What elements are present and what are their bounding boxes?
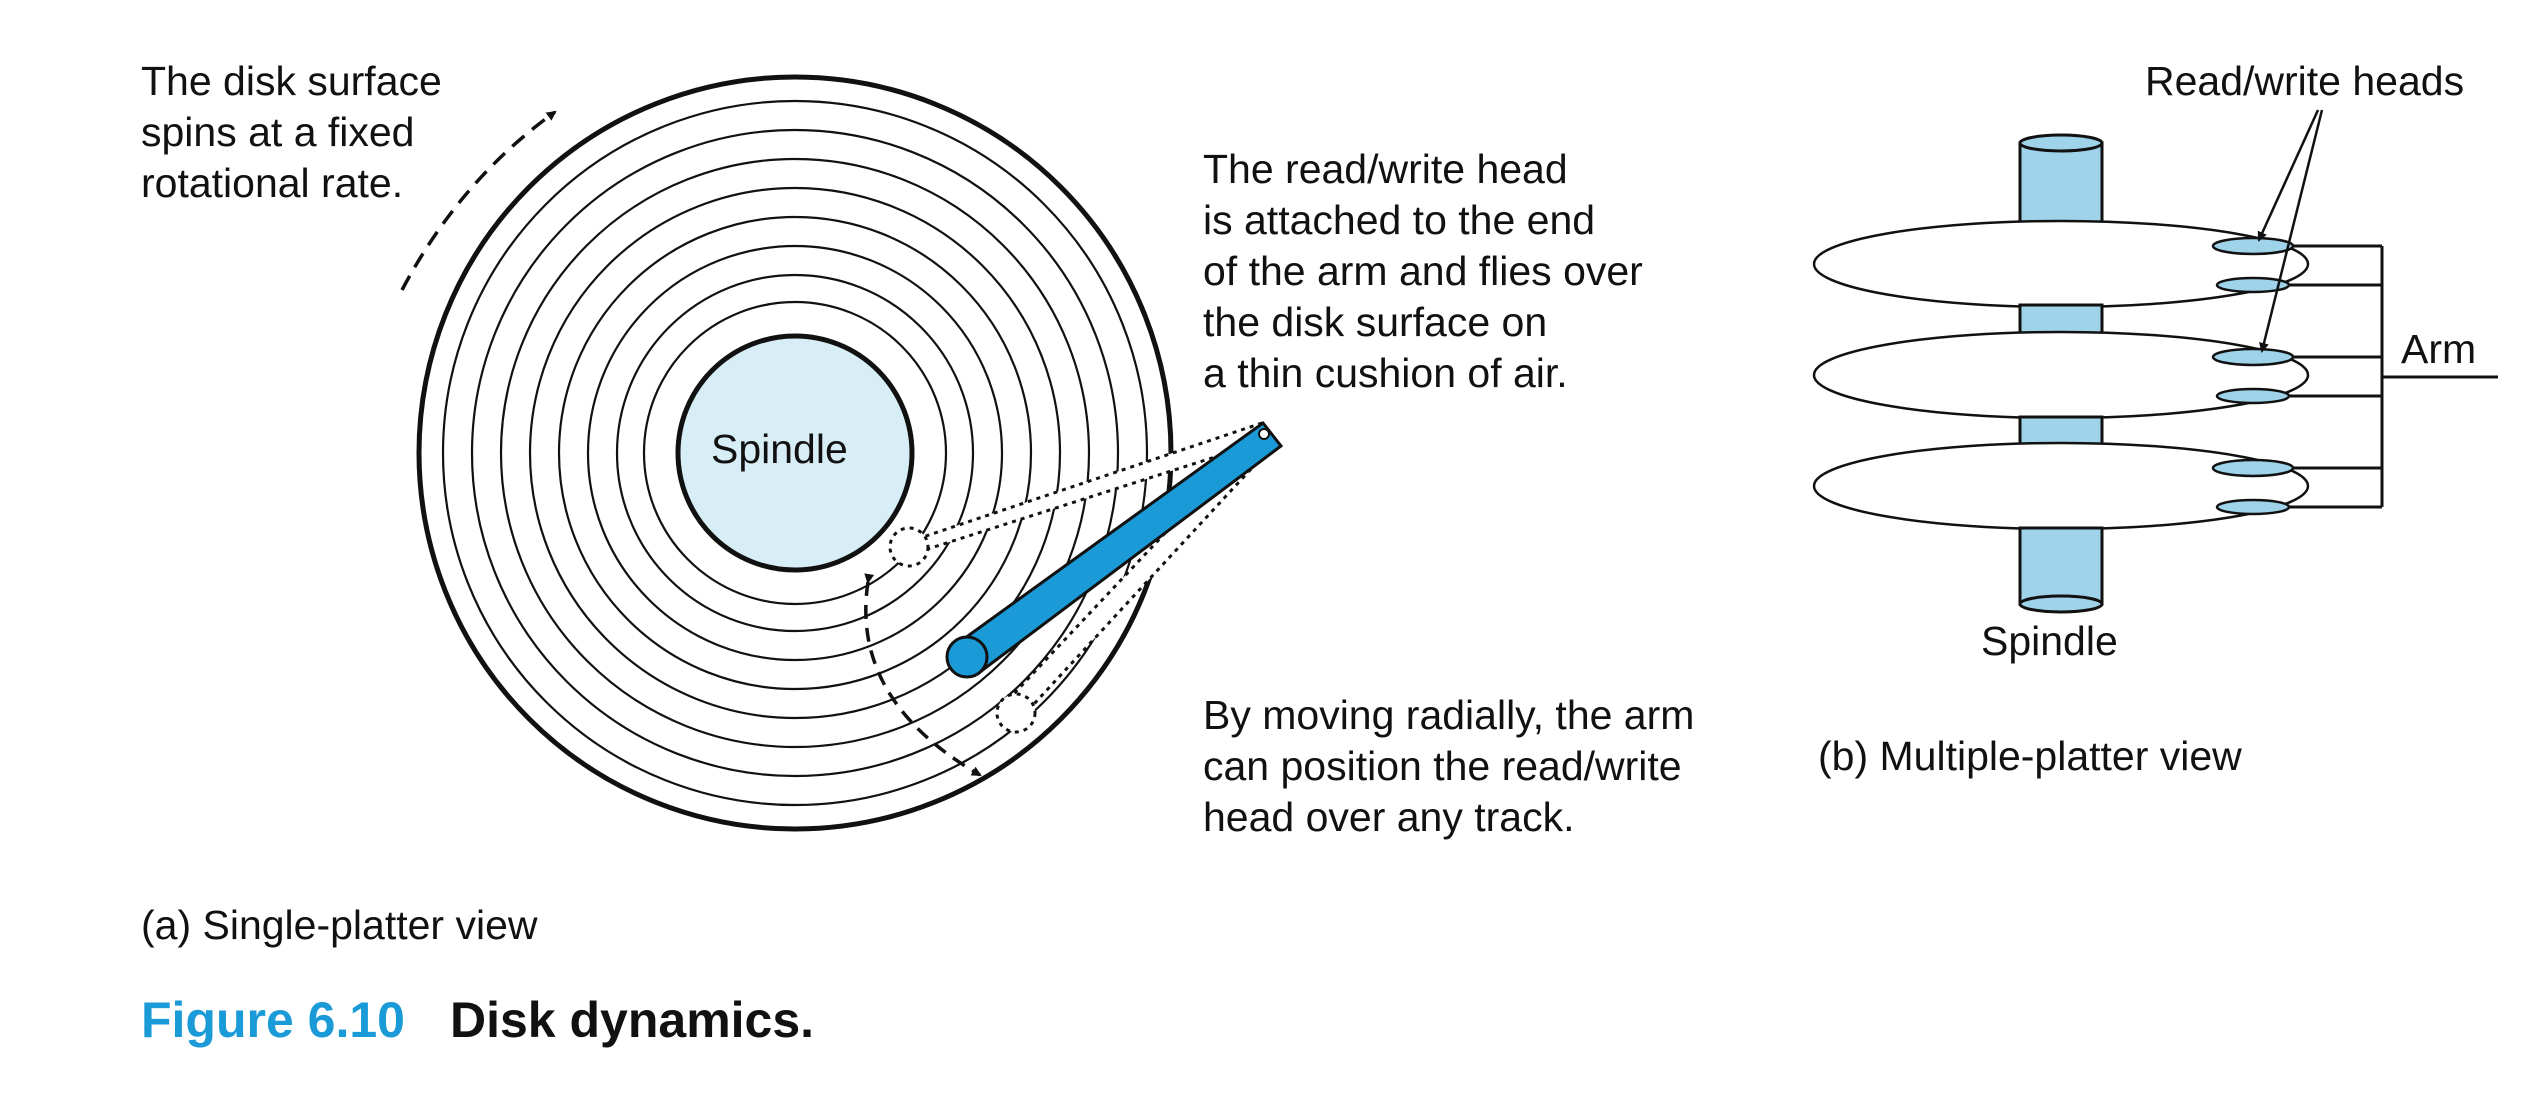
head-note-line: the disk surface on — [1203, 299, 1548, 345]
spin-note-line: The disk surface — [141, 58, 442, 104]
head-note-line: a thin cushion of air. — [1203, 350, 1568, 396]
head-annotation: The read/write head is attached to the e… — [1203, 144, 1643, 399]
read-write-arm — [945, 420, 1284, 679]
move-note-line: head over any track. — [1203, 794, 1575, 840]
track — [470, 128, 1120, 778]
spindle-cylinder-bottom — [2018, 526, 2104, 614]
track — [499, 157, 1091, 749]
spin-note-line: rotational rate. — [141, 160, 404, 206]
track — [528, 186, 1062, 720]
move-note-line: By moving radially, the arm — [1203, 692, 1695, 738]
track — [615, 273, 975, 633]
read-write-heads — [2211, 236, 2295, 516]
track — [557, 215, 1033, 691]
figure-number: Figure 6.10 — [141, 992, 405, 1048]
tracks — [441, 99, 1149, 807]
move-annotation: By moving radially, the arm can position… — [1203, 690, 1694, 843]
head-note-line: of the arm and flies over — [1203, 248, 1643, 294]
track — [586, 244, 1004, 662]
single-platter-caption: (a) Single-platter view — [141, 902, 538, 948]
spindle-label: Spindle — [711, 426, 848, 472]
head-note-line: is attached to the end — [1203, 197, 1596, 243]
radial-move-arrow — [864, 573, 982, 777]
figure-title: Disk dynamics. — [450, 992, 815, 1048]
spin-annotation: The disk surface spins at a fixed rotati… — [141, 56, 442, 209]
head-note-line: The read/write head — [1203, 146, 1568, 192]
move-note-line: can position the read/write — [1203, 743, 1682, 789]
multi-platter-caption: (b) Multiple-platter view — [1818, 733, 2242, 779]
multi-spindle-label: Spindle — [1981, 618, 2118, 664]
heads-label: Read/write heads — [2145, 58, 2465, 104]
platter-3 — [1812, 441, 2310, 531]
heads-pointer-arrow — [2259, 109, 2324, 353]
heads-pointer-arrow — [2257, 109, 2320, 242]
platter-2 — [1812, 330, 2310, 420]
single-platter — [400, 74, 1284, 832]
platter-1 — [1812, 219, 2310, 309]
read-write-head — [1258, 428, 1270, 440]
track — [642, 300, 948, 606]
figure-caption: Figure 6.10 Disk dynamics. — [141, 990, 814, 1050]
arm-assembly — [2289, 244, 2498, 509]
multi-platter — [1812, 109, 2498, 614]
rotation-arrow — [400, 110, 557, 291]
spindle — [675, 333, 915, 573]
track — [441, 99, 1149, 807]
arm-pivot — [945, 635, 989, 679]
arm-label: Arm — [2401, 326, 2477, 372]
spin-note-line: spins at a fixed — [141, 109, 415, 155]
ghost-arm-inner — [888, 421, 1270, 568]
